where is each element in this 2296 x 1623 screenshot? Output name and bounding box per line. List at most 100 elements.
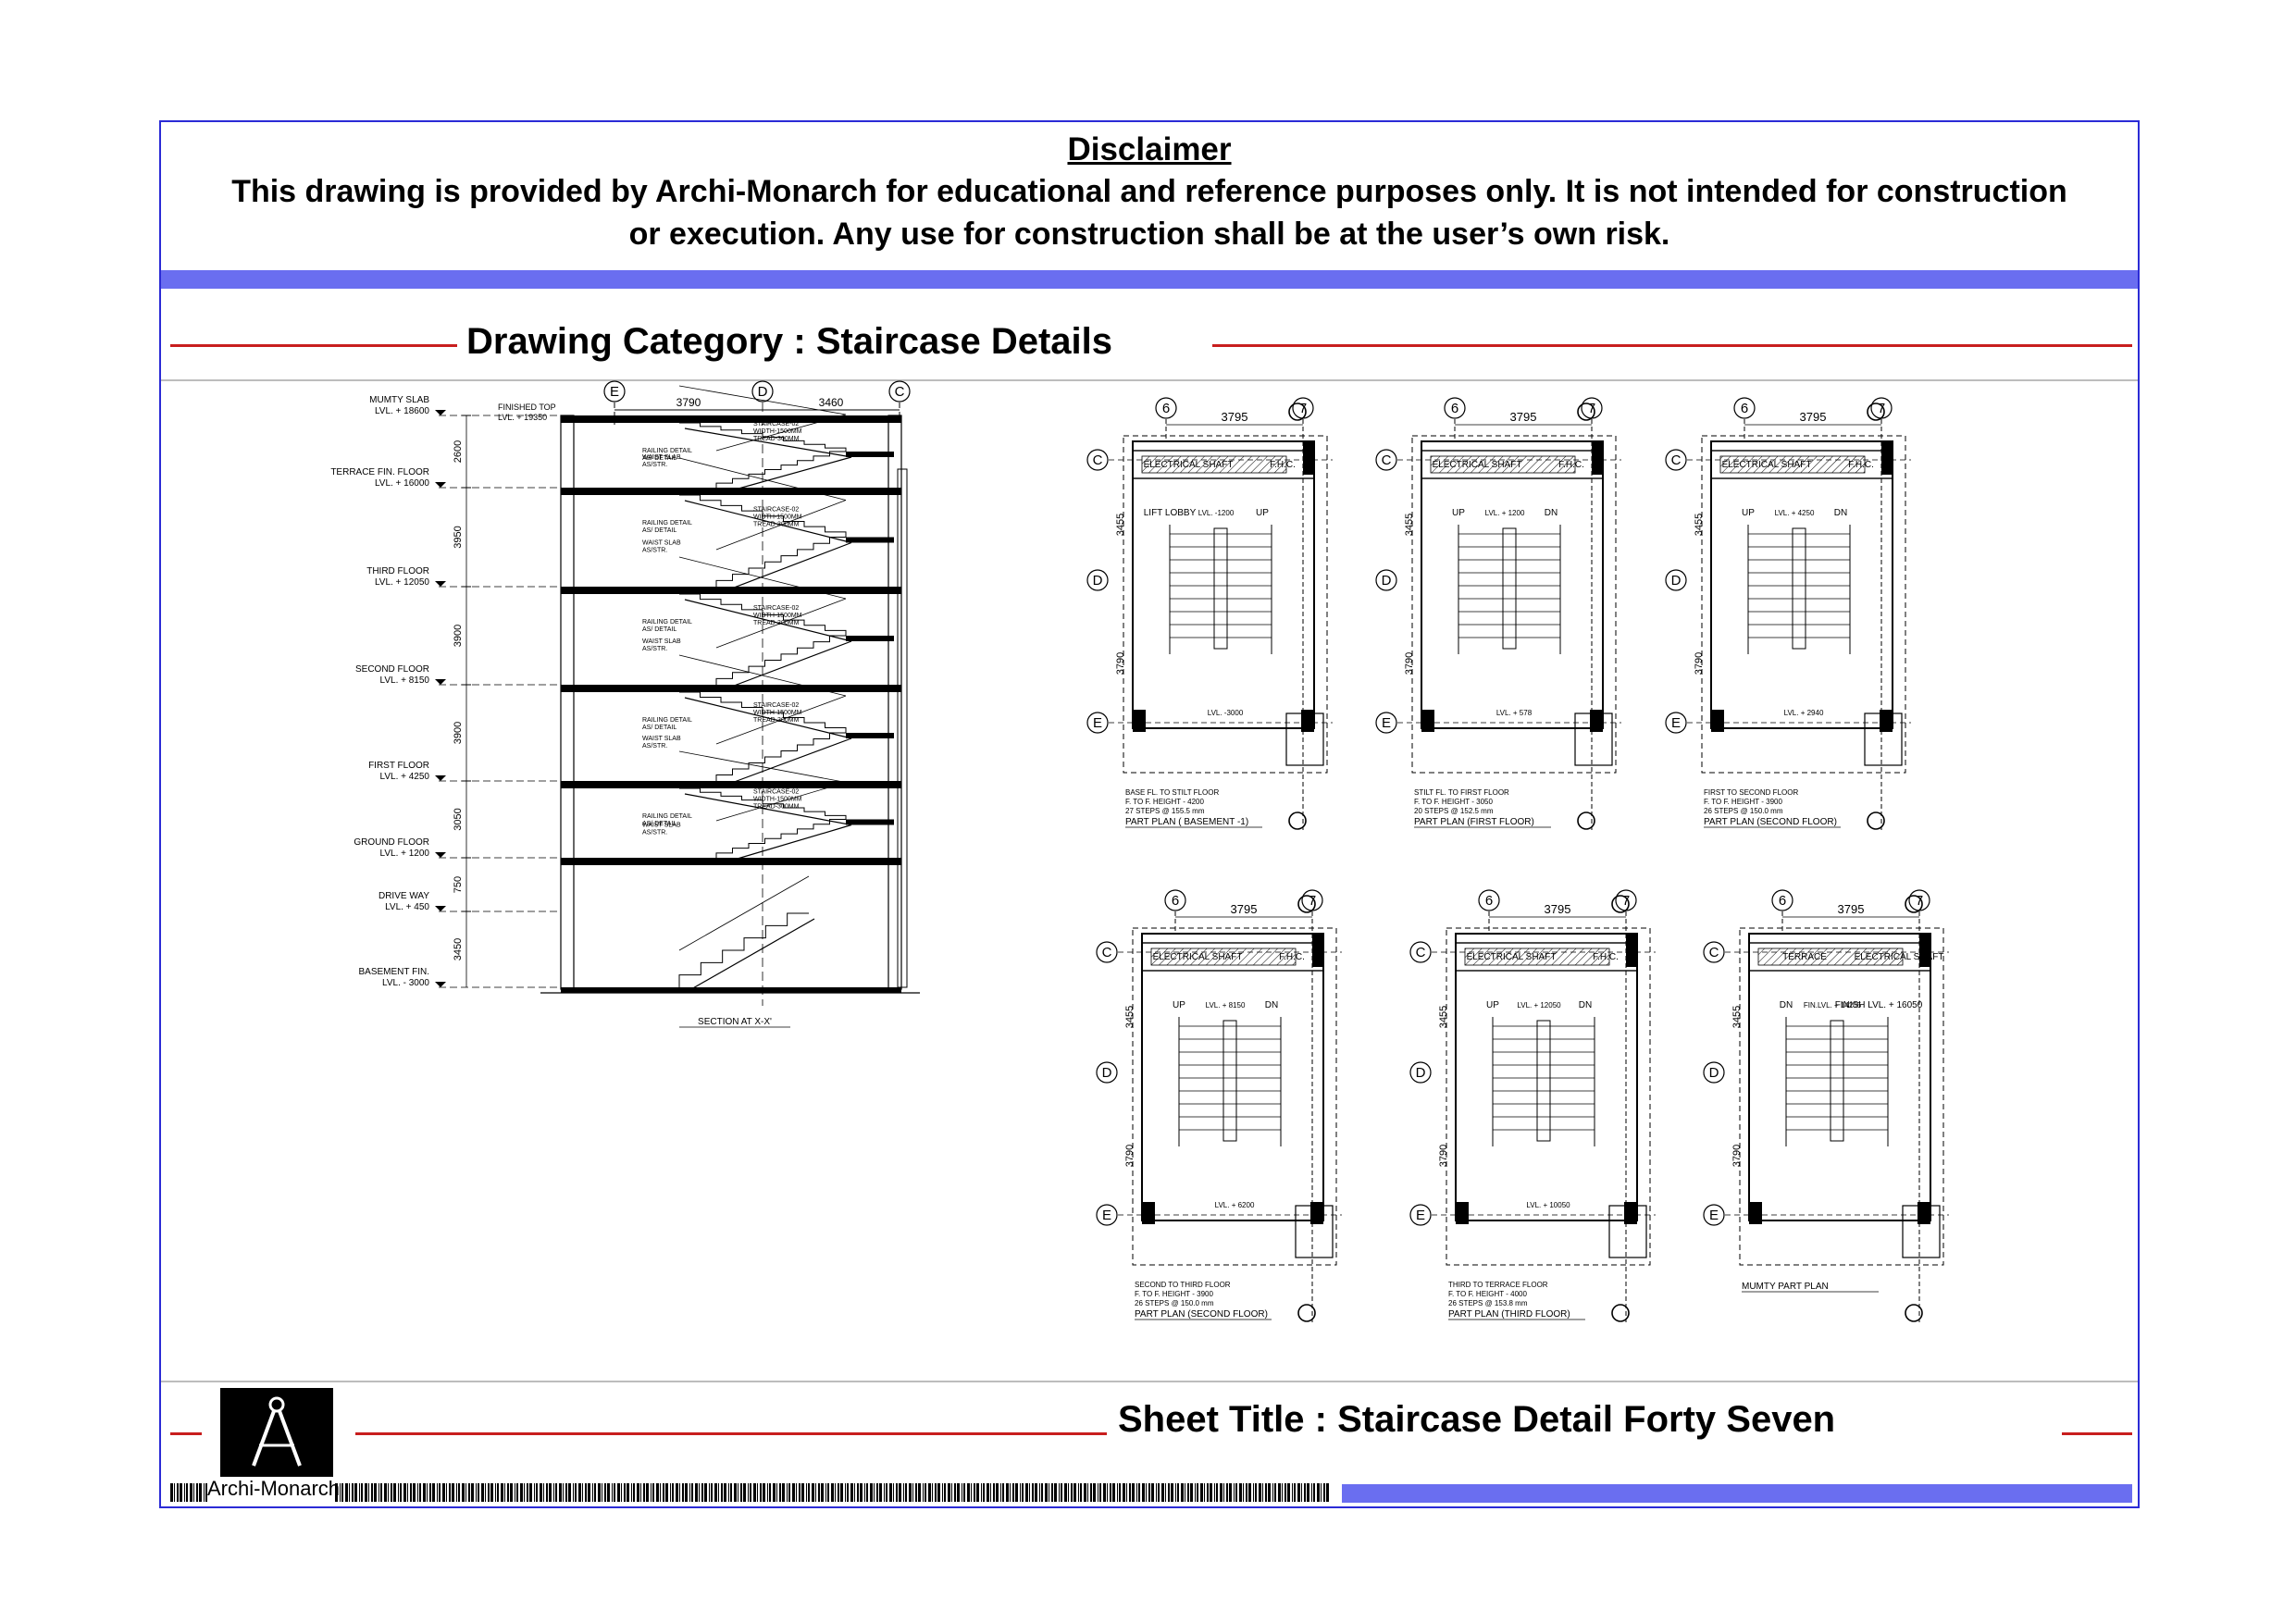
barcode-bar	[776, 1483, 777, 1502]
grid-bubble-6	[1478, 889, 1500, 911]
plan-label: LIFT LOBBY	[1144, 508, 1197, 518]
plan-width-dimension: 3795	[1800, 410, 1827, 424]
barcode-bar	[1235, 1483, 1237, 1502]
grid-bubble-d	[1409, 1061, 1432, 1084]
plan-label: F.H.C.	[1558, 460, 1584, 470]
grid-bubble-e	[1409, 1204, 1432, 1226]
section-note: STAIRCASE-02	[753, 789, 799, 796]
barcode-bar	[1190, 1483, 1193, 1502]
barcode-bar	[354, 1483, 357, 1502]
plan-label: LVL. + 2940	[1784, 709, 1824, 717]
section-note: RAILING DETAIL	[642, 813, 692, 820]
barcode-bar	[403, 1483, 406, 1502]
barcode-bar	[1265, 1483, 1267, 1502]
barcode-bar	[621, 1483, 622, 1502]
barcode-bar	[1171, 1483, 1173, 1502]
barcode-bar	[976, 1483, 979, 1502]
plan-label: DN	[1780, 1000, 1793, 1010]
grid-bubble-6	[1444, 397, 1466, 419]
barcode-bar	[1226, 1483, 1228, 1502]
plan-note: F. TO F. HEIGHT - 4200	[1125, 798, 1204, 806]
section-note: WIDTH-1500MM	[753, 710, 802, 716]
plan-width-dimension: 3795	[1222, 410, 1248, 424]
barcode-bar	[400, 1483, 402, 1502]
barcode-bar	[1010, 1483, 1011, 1502]
barcode-bar	[835, 1483, 836, 1502]
column	[1310, 1202, 1323, 1224]
electrical-shaft	[1141, 455, 1287, 474]
barcode-bar	[1045, 1483, 1048, 1502]
barcode-bar	[345, 1483, 348, 1502]
grid-bubble-label: D	[1093, 573, 1103, 588]
column	[1919, 934, 1930, 967]
plan-caption: PART PLAN (FIRST FLOOR)	[1414, 817, 1534, 827]
barcode-bar	[1078, 1483, 1079, 1502]
barcode-bar	[981, 1483, 982, 1502]
barcode-bar	[750, 1483, 751, 1502]
plan-label: LVL. + 1200	[1485, 509, 1525, 517]
barcode-bar	[1210, 1483, 1212, 1502]
recess	[1864, 712, 1903, 766]
grid-bubble-label: C	[1102, 945, 1112, 960]
section-note: TREAD-300MM	[753, 804, 800, 811]
stair-flight	[715, 819, 846, 858]
barcode-strip	[170, 1483, 1329, 1502]
barcode-bar	[1272, 1483, 1273, 1502]
disclaimer-title: Disclaimer	[1067, 131, 1232, 167]
plan-note: STILT FL. TO FIRST FLOOR	[1414, 788, 1509, 797]
section-wall-left	[560, 415, 575, 990]
grid-bubble-label: D	[1382, 573, 1392, 588]
barcode-bar	[419, 1483, 421, 1502]
recess	[1902, 1205, 1941, 1258]
barcode-bar	[186, 1483, 188, 1502]
section-note: TREAD-300MM	[753, 717, 800, 724]
barcode-bar	[676, 1483, 678, 1502]
barcode-bar	[559, 1483, 562, 1502]
stair-flight	[715, 451, 846, 488]
column	[1881, 441, 1893, 475]
plan-note: 26 STEPS @ 150.0 mm	[1704, 807, 1783, 815]
section-wall-right-outer	[897, 468, 908, 988]
barcode-bar	[1326, 1483, 1329, 1502]
grid-bubble-label: E	[1093, 715, 1102, 731]
barcode-bar	[481, 1483, 484, 1502]
barcode-bar	[923, 1483, 924, 1502]
barcode-bar	[827, 1483, 829, 1502]
height-label: 3900	[453, 625, 464, 647]
grid-bubble-c	[1665, 449, 1687, 471]
column	[1456, 1202, 1469, 1224]
plan-wall	[1748, 933, 1931, 1221]
barcode-bar	[398, 1483, 399, 1502]
height-label: 2600	[453, 440, 464, 463]
barcode-bar	[1064, 1483, 1067, 1502]
barcode-bar	[1301, 1483, 1302, 1502]
compass-icon	[252, 1396, 302, 1467]
barcode-bar	[1278, 1483, 1281, 1502]
section-note: WAIST SLAB	[642, 736, 681, 742]
plan-label: LVL. + 578	[1496, 709, 1533, 717]
barcode-bar	[993, 1483, 995, 1502]
barcode-bar	[1204, 1483, 1205, 1502]
level-name: THIRD FLOOR	[366, 566, 429, 576]
barcode-bar	[1259, 1483, 1261, 1502]
barcode-bar	[704, 1483, 707, 1502]
barcode-bar	[691, 1483, 693, 1502]
barcode-bar	[1317, 1483, 1320, 1502]
section-marker-icon	[1288, 812, 1307, 830]
barcode-bar	[365, 1483, 367, 1502]
barcode-bar	[549, 1483, 552, 1502]
barcode-bar	[1132, 1483, 1135, 1502]
electrical-shaft	[1757, 948, 1904, 966]
recess	[1285, 712, 1324, 766]
barcode-bar	[788, 1483, 790, 1502]
plan-note: FIRST TO SECOND FLOOR	[1704, 788, 1798, 797]
barcode-bar	[193, 1483, 194, 1502]
level-value: LVL. + 18600	[375, 406, 429, 416]
barcode-bar	[1136, 1483, 1137, 1502]
barcode-bar	[1107, 1483, 1108, 1502]
barcode-bar	[575, 1483, 577, 1502]
plan-note: F. TO F. HEIGHT - 4000	[1448, 1290, 1527, 1298]
barcode-bar	[679, 1483, 680, 1502]
barcode-bar	[510, 1483, 513, 1502]
